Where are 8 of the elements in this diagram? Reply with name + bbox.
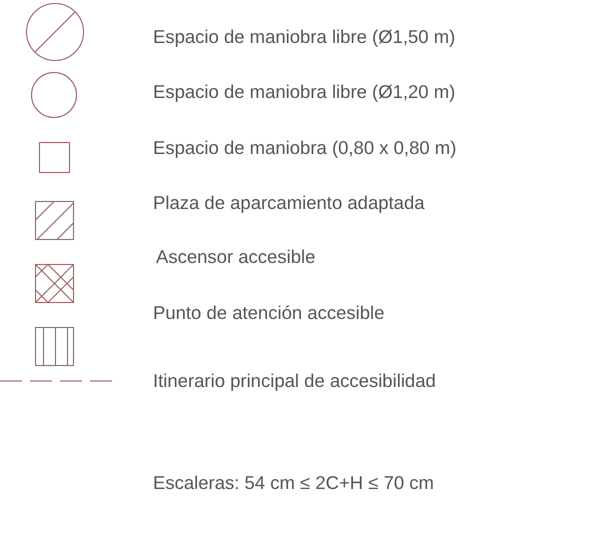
legend-text: Itinerario principal de accesibilidad	[153, 370, 436, 392]
legend-text: Espacio de maniobra libre (Ø1,50 m)	[153, 26, 456, 48]
legend-text: Punto de atención accesible	[153, 302, 384, 324]
note-text: Escaleras: 54 cm ≤ 2C+H ≤ 70 cm	[153, 472, 434, 494]
legend-text: Ascensor accesible	[156, 246, 316, 268]
legend-text: Espacio de maniobra libre (Ø1,20 m)	[153, 81, 456, 103]
legend-text: Espacio de maniobra (0,80 x 0,80 m)	[153, 137, 456, 159]
legend-text: Plaza de aparcamiento adaptada	[153, 192, 425, 214]
